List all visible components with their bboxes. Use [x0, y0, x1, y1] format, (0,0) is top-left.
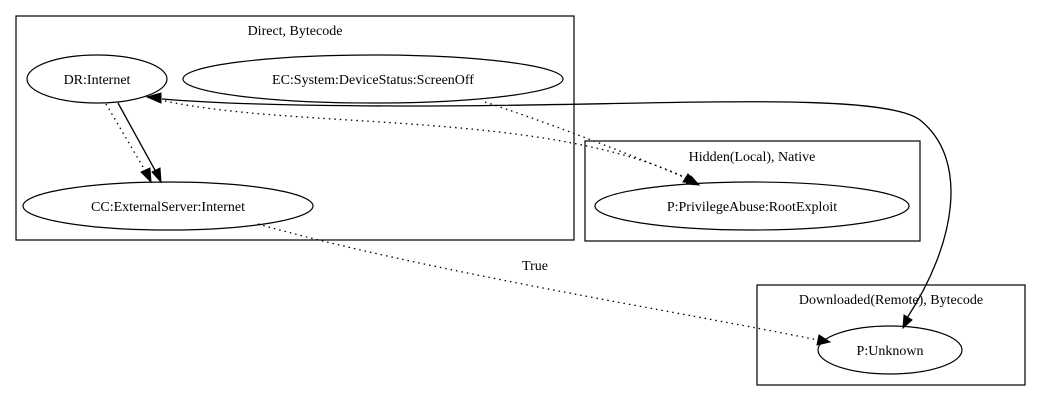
edge-dr-to-cc-dotted — [105, 103, 152, 184]
edge-dr-to-rootexploit — [164, 100, 701, 186]
node-p-unknown-label: P:Unknown — [857, 344, 924, 359]
cluster-hidden-native-label: Hidden(Local), Native — [689, 150, 816, 165]
node-dr-internet: DR:Internet — [26, 54, 168, 104]
node-cc-external: CC:ExternalServer:Internet — [22, 181, 314, 231]
node-p-rootexploit-label: P:PrivilegeAbuse:RootExploit — [667, 200, 837, 215]
edge-unknown-to-dr — [145, 92, 952, 319]
cluster-downloaded-bytecode: Downloaded(Remote), Bytecode — [756, 284, 1026, 386]
edge-cc-to-unknown: True — [257, 223, 832, 346]
cluster-direct-bytecode-label: Direct, Bytecode — [248, 24, 343, 39]
edge-ec-to-rootexploit — [484, 101, 698, 184]
edge-dr-to-cc-solid — [117, 102, 162, 184]
node-cc-external-label: CC:ExternalServer:Internet — [91, 200, 245, 215]
node-dr-internet-label: DR:Internet — [64, 73, 131, 88]
cluster-downloaded-bytecode-label: Downloaded(Remote), Bytecode — [799, 293, 983, 308]
edge-unknown-arrowhead — [902, 314, 913, 330]
cluster-direct-bytecode: Direct, Bytecode — [15, 15, 575, 241]
node-p-rootexploit: P:PrivilegeAbuse:RootExploit — [594, 181, 910, 231]
cluster-hidden-native: Hidden(Local), Native — [584, 140, 921, 242]
node-p-unknown: P:Unknown — [817, 325, 963, 375]
node-ec-screenoff-label: EC:System:DeviceStatus:ScreenOff — [272, 73, 474, 88]
node-ec-screenoff: EC:System:DeviceStatus:ScreenOff — [182, 54, 564, 104]
edge-cc-to-unknown-label: True — [522, 259, 548, 274]
